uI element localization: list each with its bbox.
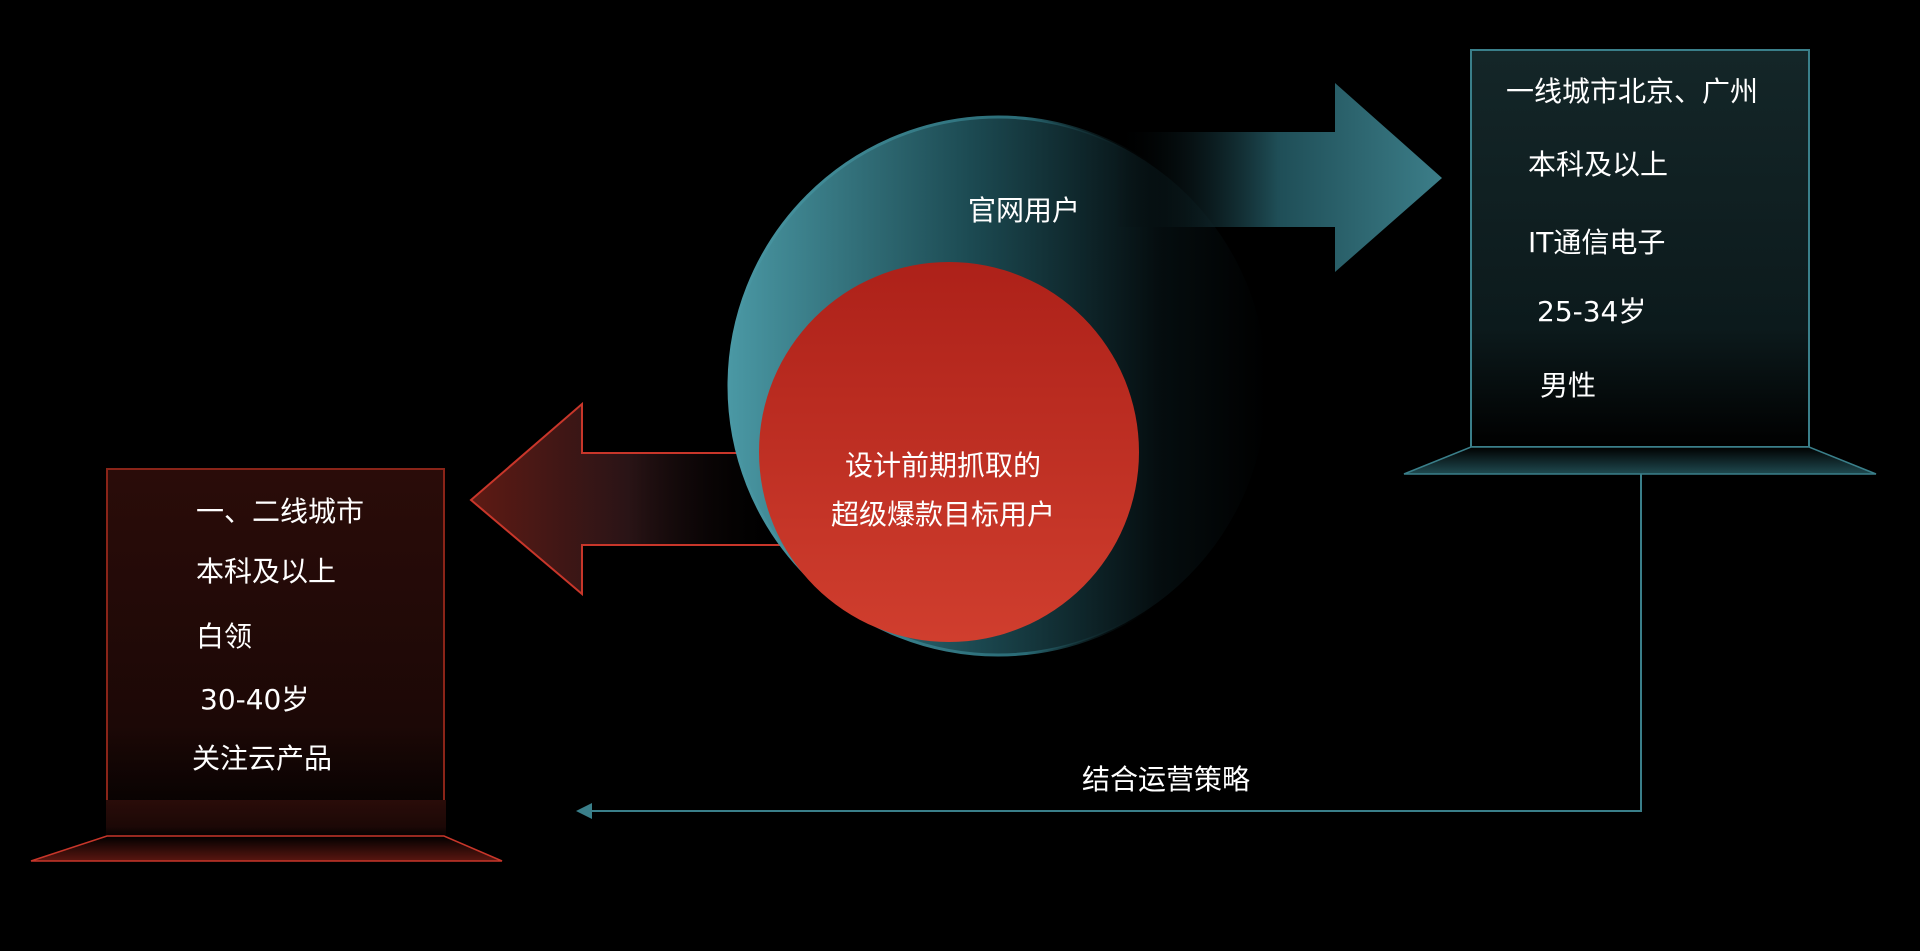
right-arrow xyxy=(1114,83,1442,272)
connector-line xyxy=(590,474,1642,812)
right-panel-box xyxy=(1470,49,1810,448)
left-panel-item: 一、二线城市 xyxy=(196,495,365,528)
right-panel-base xyxy=(1403,446,1877,475)
right-panel-item: IT通信电子 xyxy=(1528,226,1666,259)
left-panel-item: 30-40岁 xyxy=(200,683,310,716)
inner-circle-line-1: 设计前期抓取的 xyxy=(844,449,1042,482)
right-panel-item: 25-34岁 xyxy=(1537,295,1647,328)
inner-circle-line-2: 超级爆款目标用户 xyxy=(830,498,1056,531)
left-panel-item: 白领 xyxy=(196,620,253,653)
connector-label: 结合运营策略 xyxy=(1081,763,1251,796)
right-panel-item: 男性 xyxy=(1540,369,1597,402)
right-panel-item: 一线城市北京、广州 xyxy=(1506,75,1759,108)
outer-circle-label: 官网用户 xyxy=(967,194,1081,227)
left-panel-item: 本科及以上 xyxy=(196,555,337,588)
inner-circle-target-users xyxy=(759,262,1139,642)
left-panel-base xyxy=(30,835,503,862)
right-panel-item: 本科及以上 xyxy=(1528,148,1669,181)
left-panel-box xyxy=(106,468,445,837)
connector-arrowhead xyxy=(576,803,592,819)
left-panel-item: 关注云产品 xyxy=(192,742,333,775)
